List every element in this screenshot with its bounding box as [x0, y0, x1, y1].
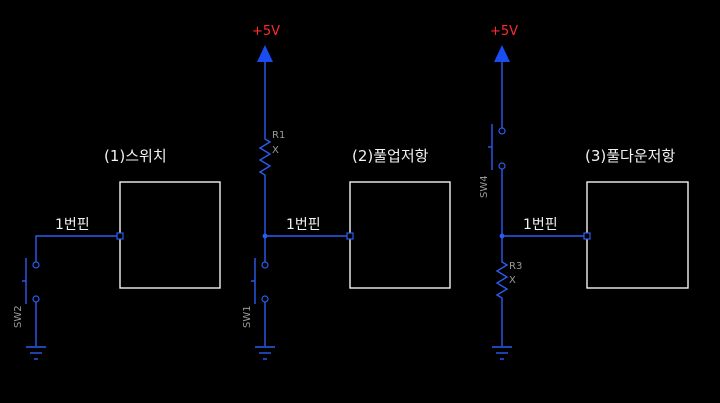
mcu-block-3 [586, 181, 689, 289]
resistor-r3 [495, 252, 509, 310]
circuit-switch-title: (1)스위치 [104, 147, 167, 165]
resistor-ref-r3: R3 [509, 261, 522, 272]
switch-sw4 [488, 124, 506, 236]
circuit-pullup-title: (2)풀업저항 [352, 147, 429, 165]
pin-marker-3 [583, 232, 591, 240]
pin-marker-2 [346, 232, 354, 240]
switch-ref-sw2: SW2 [13, 305, 24, 328]
supply-label-2: +5V [252, 24, 280, 39]
circuit-switch: (1)스위치 1번핀 SW2 [13, 147, 221, 360]
supply-arrow-2 [257, 45, 273, 62]
ground-symbol-2 [255, 346, 275, 360]
mcu-block-1 [119, 181, 221, 289]
pin-marker-1 [116, 232, 124, 240]
switch-ref-sw1: SW1 [242, 305, 253, 328]
supply-arrow-3 [494, 45, 510, 62]
mcu-block-2 [349, 181, 451, 289]
circuit-pulldown: +5V SW4 1번핀 (3)풀다운저항 R3 X [479, 24, 689, 360]
pin-label-2: 1번핀 [286, 217, 321, 233]
ground-symbol-1 [26, 346, 46, 360]
resistor-r1 [258, 126, 272, 188]
circuit-pullup: +5V R1 X 1번핀 (2)풀업저항 SW1 [242, 24, 451, 360]
pin-label-1: 1번핀 [55, 217, 90, 233]
resistor-value-r1: X [272, 145, 279, 156]
switch-sw2 [22, 258, 40, 346]
circuit-pulldown-title: (3)풀다운저항 [585, 147, 675, 165]
supply-label-3: +5V [490, 24, 518, 39]
resistor-value-r3: X [509, 275, 516, 286]
pin-label-3: 1번핀 [523, 217, 558, 233]
resistor-ref-r1: R1 [272, 130, 285, 141]
wire-pin-to-switch-1 [35, 235, 120, 262]
switch-ref-sw4: SW4 [479, 175, 490, 198]
ground-symbol-3 [492, 346, 512, 360]
switch-sw1 [251, 236, 269, 346]
